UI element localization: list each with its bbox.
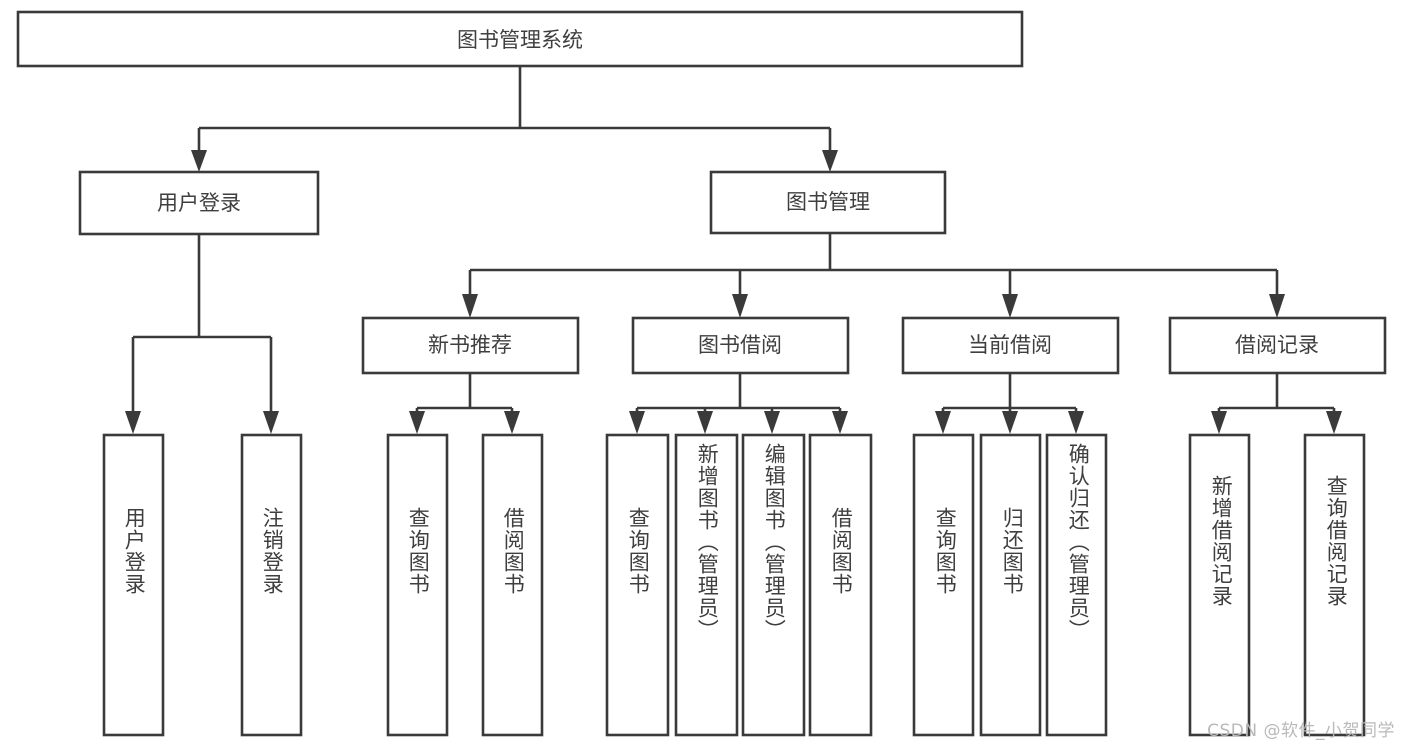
arrow-head-borrow-record	[1269, 294, 1285, 318]
label-layer-horizontal: 图书管理系统 用户登录 图书管理 新书推荐 图书借阅 当前借阅 借阅记录	[157, 28, 1319, 357]
arrow-head-bookborrow-leaf1	[629, 411, 645, 434]
node-box-leaf-query-book-1[interactable]	[386, 433, 449, 737]
node-box-current-borrow[interactable]	[901, 316, 1120, 375]
node-box-leaf-add-record[interactable]	[1188, 433, 1251, 737]
arrow-head-borrowrecord-leaf1	[1211, 411, 1227, 434]
arrow-head-bookborrow-leaf4	[832, 411, 848, 434]
node-label-new-book-recommend: 新书推荐	[428, 333, 512, 357]
node-box-user-login[interactable]	[78, 170, 320, 236]
node-box-new-book-recommend[interactable]	[361, 316, 580, 375]
node-box-book-borrow[interactable]	[631, 316, 850, 375]
node-box-leaf-query-book-2[interactable]	[605, 433, 670, 737]
node-label-current-borrow: 当前借阅	[968, 333, 1052, 357]
node-box-book-management[interactable]	[709, 170, 947, 235]
arrow-head-bookborrow-leaf2	[697, 411, 713, 434]
node-box-leaf-return-book[interactable]	[979, 433, 1042, 737]
node-box-borrow-record[interactable]	[1168, 316, 1387, 375]
node-box-leaf-query-book-3[interactable]	[912, 433, 975, 737]
node-box-leaf-query-record[interactable]	[1303, 433, 1366, 737]
arrow-head-bookborrow-leaf3	[764, 411, 780, 434]
node-box-root[interactable]	[16, 10, 1024, 68]
arrow-head-new-book-recommend	[462, 294, 478, 318]
node-layer	[16, 10, 1387, 737]
arrow-head-user-login	[191, 150, 207, 172]
node-label-user-login: 用户登录	[157, 191, 241, 215]
node-box-leaf-edit-book[interactable]	[741, 433, 806, 737]
connector-layer	[125, 66, 1342, 434]
node-box-leaf-logout[interactable]	[240, 433, 303, 737]
arrow-head-leaf-user-login	[125, 411, 141, 434]
arrow-head-leaf-logout	[263, 411, 279, 434]
arrow-head-currentborrow-leaf3	[1068, 411, 1084, 434]
node-box-leaf-user-login[interactable]	[102, 433, 165, 737]
csdn-watermark: CSDN @软件_小贺同学	[1207, 721, 1395, 741]
node-label-borrow-record: 借阅记录	[1235, 333, 1319, 357]
arrow-head-currentborrow-leaf1	[935, 411, 951, 434]
node-box-leaf-borrow-book-1[interactable]	[481, 433, 544, 737]
arrow-head-book-borrow	[732, 294, 748, 318]
arrow-head-borrowrecord-leaf2	[1326, 411, 1342, 434]
node-label-book-management: 图书管理	[786, 190, 870, 214]
arrow-head-newbook-leaf2	[504, 411, 520, 434]
arrow-head-book-mgmt	[822, 150, 838, 172]
node-label-root: 图书管理系统	[457, 28, 583, 52]
arrow-head-newbook-leaf1	[409, 411, 425, 434]
arrow-head-currentborrow-leaf2	[1002, 411, 1018, 434]
arrow-head-current-borrow	[1002, 294, 1018, 318]
node-box-leaf-confirm-return[interactable]	[1045, 433, 1108, 737]
node-box-leaf-add-book[interactable]	[674, 433, 739, 737]
node-label-book-borrow: 图书借阅	[698, 333, 782, 357]
node-box-leaf-borrow-book-2[interactable]	[808, 433, 873, 737]
